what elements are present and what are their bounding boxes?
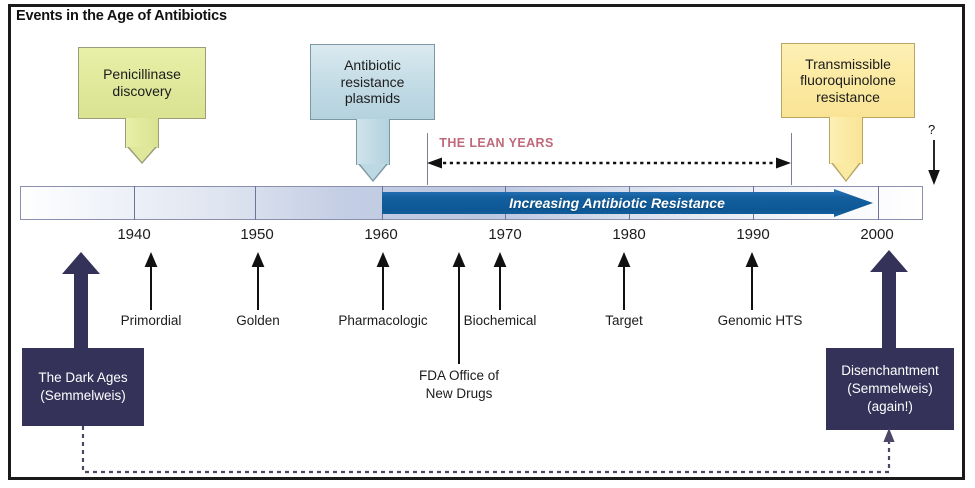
year-label-1990: 1990 [736, 226, 770, 243]
year-label-1940: 1940 [117, 226, 151, 243]
era-arrow-genomic-hts [745, 252, 759, 310]
era-arrow-golden [251, 252, 265, 310]
era-arrow-target [617, 252, 631, 310]
year-label-1970: 1970 [488, 226, 522, 243]
era-arrow-primordial [144, 252, 158, 310]
year-label-1980: 1980 [612, 226, 646, 243]
lean-years-double-arrow-icon [427, 157, 791, 169]
dark-box-disenchantment: Disenchantment(Semmelweis)(again!) [826, 348, 954, 430]
page-title: Events in the Age of Antibiotics [16, 8, 227, 24]
future-question-mark: ? [928, 122, 936, 137]
era-label-pharmacologic: Pharmacologic [338, 313, 428, 328]
dark-ages-label: The Dark Ages(Semmelweis) [38, 370, 128, 403]
increasing-resistance-arrow-icon [382, 189, 873, 217]
dark-box-the-dark-ages: The Dark Ages(Semmelweis) [22, 348, 144, 426]
era-arrow-biochemical [493, 252, 507, 310]
callout-penicillinase-arrow [125, 118, 159, 164]
lean-years-tick-right [791, 133, 792, 185]
year-label-1950: 1950 [240, 226, 274, 243]
era-arrow-pharmacologic [376, 252, 390, 310]
era-label-genomic-hts: Genomic HTS [717, 313, 803, 328]
timeline-divider-2000 [878, 186, 879, 220]
disenchantment-fat-arrow-icon [870, 250, 908, 352]
dashed-connector-dark-ages-to-disenchantment [81, 426, 895, 474]
year-label-2000: 2000 [860, 226, 894, 243]
timeline-divider-1940 [134, 186, 135, 220]
era-label-biochemical: Biochemical [463, 313, 537, 328]
year-label-1960: 1960 [364, 226, 398, 243]
dark-ages-fat-arrow-icon [62, 252, 100, 352]
era-label-golden: Golden [236, 313, 280, 328]
timeline-divider-1950 [255, 186, 256, 220]
era-label-primordial: Primordial [120, 313, 182, 328]
callout-fluoroquinolone-arrow [829, 117, 863, 183]
disenchantment-label: Disenchantment(Semmelweis)(again!) [841, 363, 939, 414]
lean-years-tick-left [427, 133, 428, 185]
callout-plasmids-arrow [356, 119, 390, 183]
future-down-arrow-icon [928, 140, 940, 185]
annotation-arrow-fda-office [452, 252, 466, 364]
era-label-target: Target [605, 313, 643, 328]
